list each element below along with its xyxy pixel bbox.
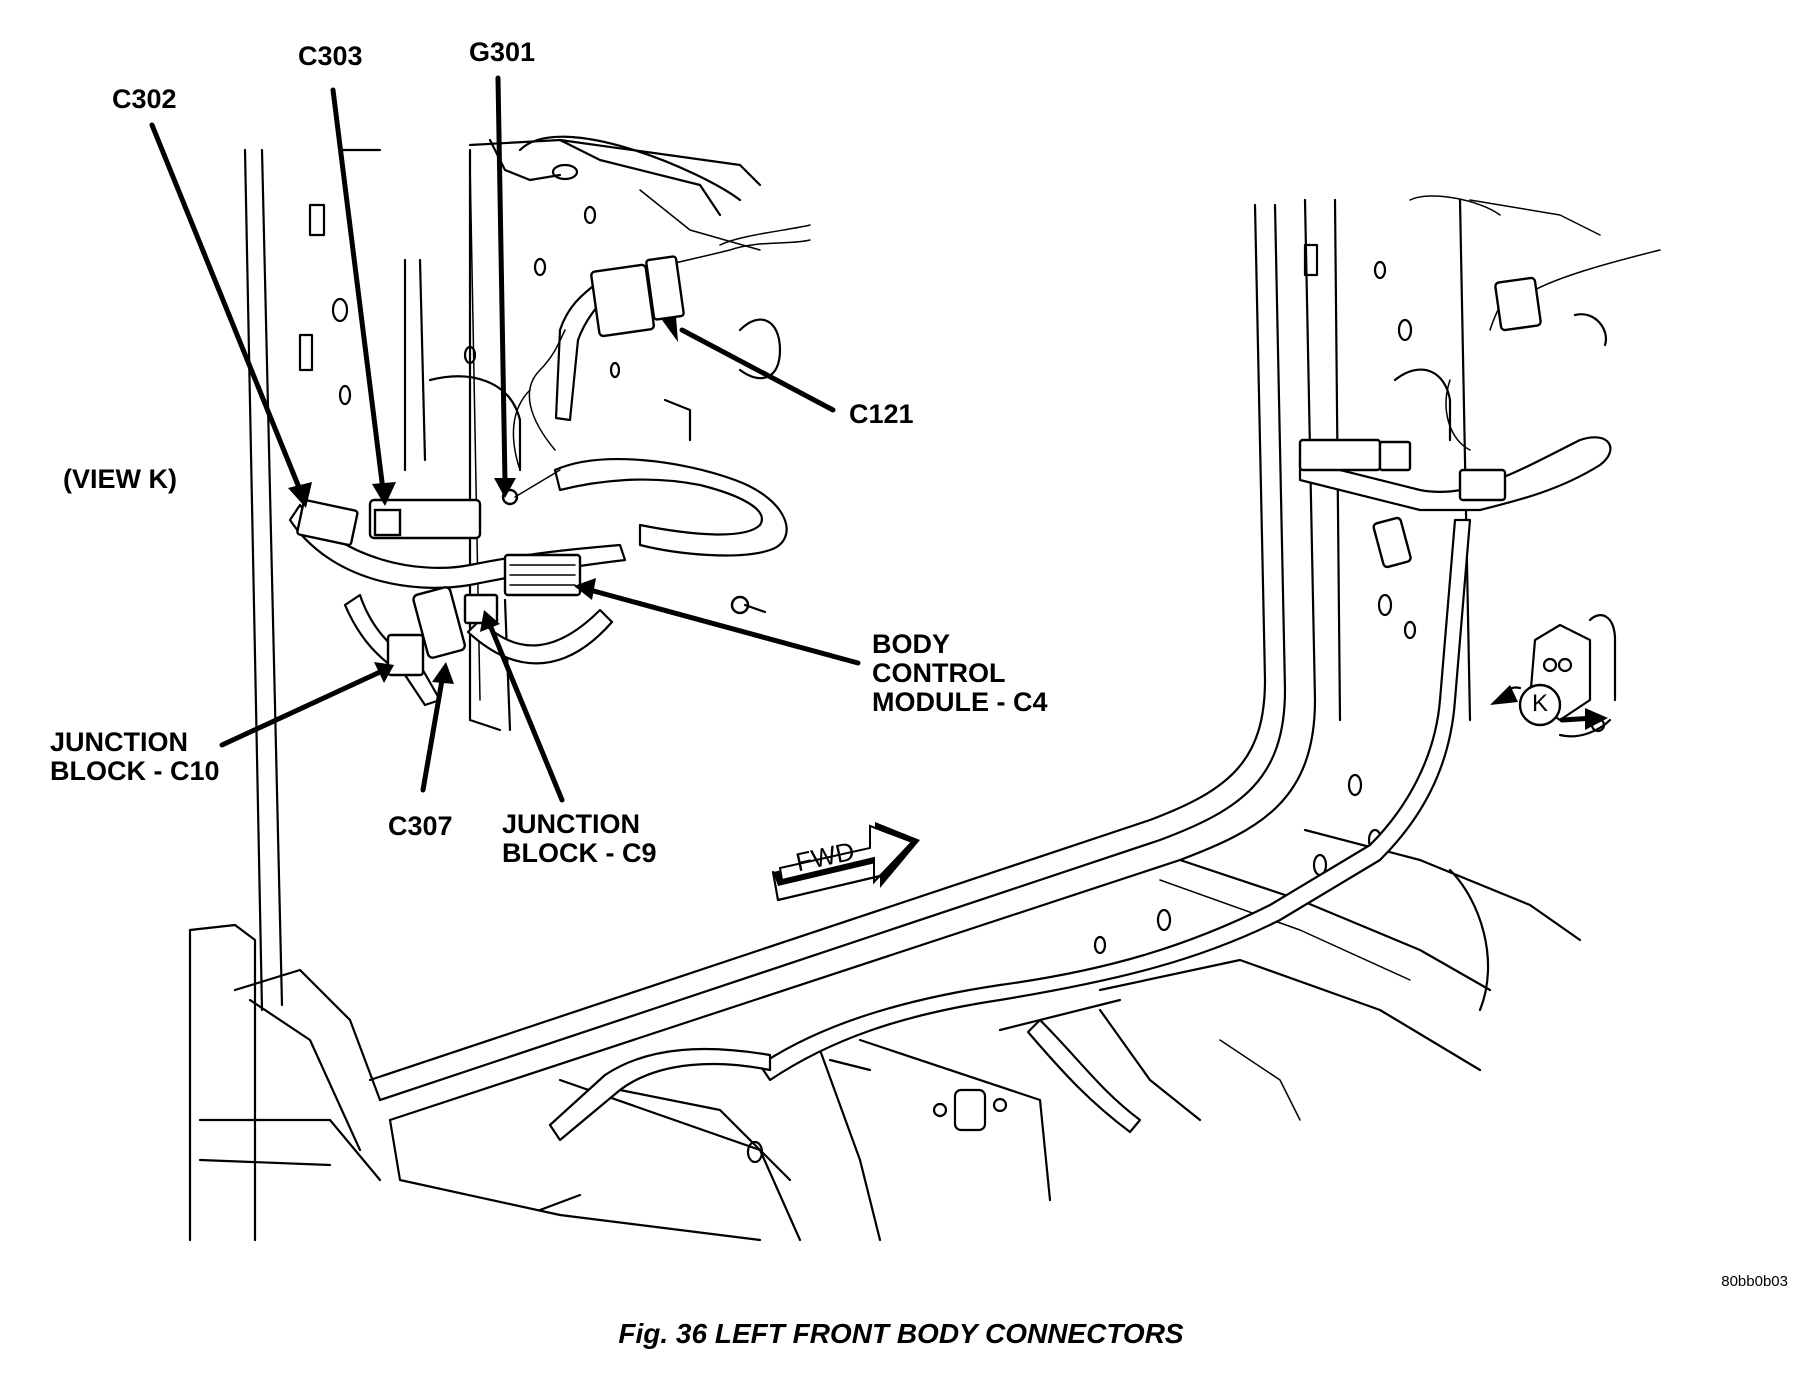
door-opening-and-sill	[188, 195, 1608, 1242]
label-c307: C307	[388, 811, 453, 841]
label-c303: C303	[298, 41, 363, 71]
forward-direction-arrow	[771, 822, 920, 902]
label-junction-block-c9: JUNCTION BLOCK - C9	[502, 809, 657, 868]
figure-caption: Fig. 36 LEFT FRONT BODY CONNECTORS	[618, 1318, 1184, 1349]
view-k-wire-harness	[288, 224, 811, 707]
label-c302: C302	[112, 84, 177, 114]
label-body-control-module-c4: BODY CONTROL MODULE - C4	[872, 629, 1048, 717]
view-k-locator	[1490, 614, 1617, 738]
label-view-k-marker: K	[1531, 690, 1548, 717]
right-view-wire-harness	[548, 249, 1661, 1142]
label-c121: C121	[849, 399, 914, 429]
drawing-code: 80bb0b03	[1721, 1273, 1788, 1290]
connector-c302-body	[296, 499, 359, 547]
view-k-marker-circle	[1518, 683, 1562, 727]
label-view-k: (VIEW K)	[63, 464, 177, 494]
connector-c121-body	[590, 263, 656, 338]
label-junction-block-c10: JUNCTION BLOCK - C10	[50, 727, 220, 786]
callout-leaders	[149, 75, 861, 803]
view-k-connectors	[296, 255, 767, 677]
connector-c10-body	[386, 633, 425, 677]
connector-c307-body	[412, 586, 466, 659]
label-g301: G301	[469, 37, 536, 67]
